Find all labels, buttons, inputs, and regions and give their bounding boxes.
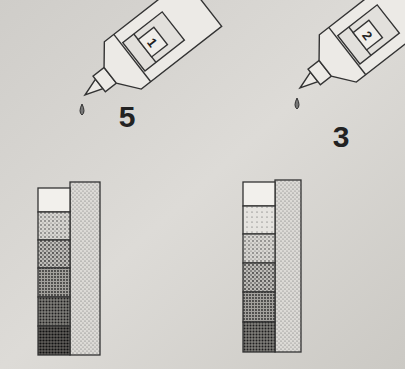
drop-count: 3 (333, 122, 350, 152)
color-chart (243, 180, 301, 352)
color-chart (38, 182, 100, 355)
drop (295, 98, 299, 109)
dropper-bottle (282, 0, 405, 112)
dropper-bottle (67, 0, 222, 119)
drop-count: 5 (119, 102, 136, 132)
drop (80, 104, 84, 115)
